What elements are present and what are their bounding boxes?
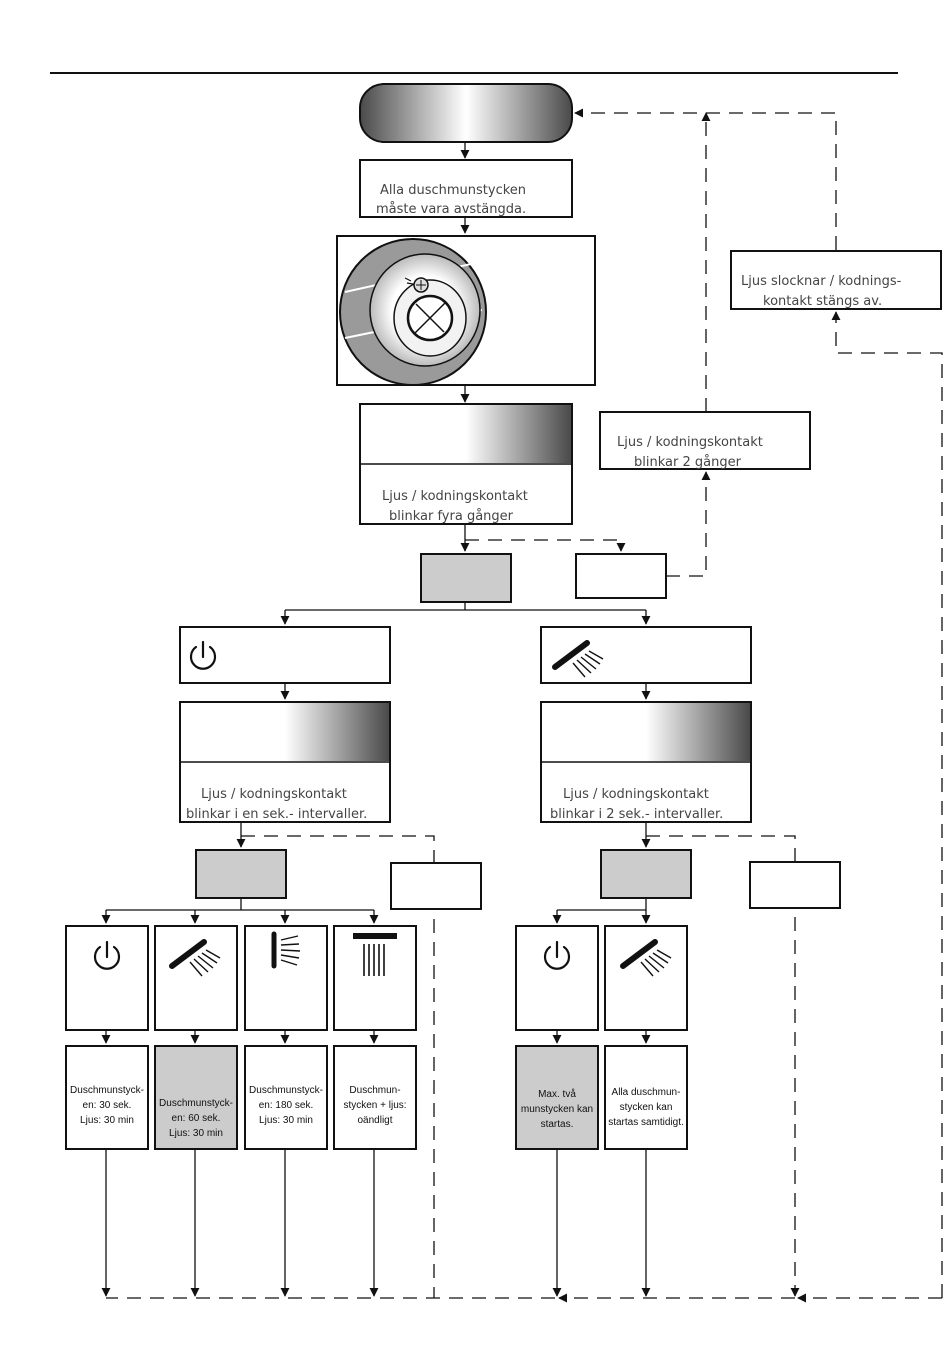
step-light-off-line1: Ljus slocknar / kodnings- <box>741 274 902 289</box>
step-blink-four-line1: Ljus / kodningskontakt <box>382 489 528 504</box>
step-blink-1s-line1: Ljus / kodningskontakt <box>201 787 347 802</box>
result-180s-line3: Ljus: 30 min <box>259 1115 313 1126</box>
step-light-off-line2: kontakt stängs av. <box>763 294 882 309</box>
rain-shower-icon <box>353 933 397 976</box>
result-30s-line2: en: 30 sek. <box>83 1100 132 1111</box>
control-unit-picture <box>336 235 596 386</box>
shower-head-icon <box>552 640 604 678</box>
result-infinite-line2: stycken + ljus: <box>343 1100 406 1111</box>
result-infinite-line3: oändligt <box>357 1115 392 1126</box>
step-all-off-line1: Alla duschmunstycken <box>380 183 526 198</box>
step-blink-2s-line2: blinkar i 2 sek.- intervaller. <box>550 807 723 822</box>
icon-box-side-shower <box>244 925 328 1031</box>
icon-box-rain-shower <box>333 925 417 1031</box>
icon-box-shower-head-1 <box>154 925 238 1031</box>
step-all-off-line2: måste vara avstängda. <box>376 202 526 217</box>
mode-shower-box <box>540 626 752 684</box>
step-blink-2s: Ljus / kodningskontakt blinkar i 2 sek.-… <box>540 701 752 823</box>
power-icon <box>189 640 217 670</box>
choice-white-2 <box>390 862 482 910</box>
result-60s: Duschmunstyck- en: 60 sek. Ljus: 30 min <box>154 1045 238 1150</box>
result-180s-line1: Duschmunstyck- <box>249 1085 323 1096</box>
step-blink-2s-line1: Ljus / kodningskontakt <box>563 787 709 802</box>
result-infinite-line1: Duschmun- <box>349 1085 400 1096</box>
choice-gray-3 <box>600 849 692 899</box>
result-all-line2: stycken kan <box>620 1102 673 1113</box>
result-max-two: Max. två munstycken kan startas. <box>515 1045 599 1150</box>
step-blink-four-line2: blinkar fyra gånger <box>389 509 514 524</box>
choice-gray-1 <box>420 553 512 603</box>
result-all-line1: Alla duschmun- <box>612 1087 681 1098</box>
power-icon <box>543 940 571 970</box>
result-30s: Duschmunstyck- en: 30 sek. Ljus: 30 min <box>65 1045 149 1150</box>
step-blink-four: Ljus / kodningskontakt blinkar fyra gång… <box>359 403 573 525</box>
side-shower-icon <box>271 931 301 969</box>
step-blink-1s: Ljus / kodningskontakt blinkar i en sek.… <box>179 701 391 823</box>
result-180s-line2: en: 180 sek. <box>259 1100 313 1111</box>
control-unit-icon <box>339 238 487 386</box>
result-infinite: Duschmun- stycken + ljus: oändligt <box>333 1045 417 1150</box>
result-all-line3: startas samtidigt. <box>608 1117 684 1128</box>
step-all-off: Alla duschmunstycken måste vara avstängd… <box>359 159 573 218</box>
step-blink-two-line1: Ljus / kodningskontakt <box>617 435 763 450</box>
choice-gray-2 <box>195 849 287 899</box>
choice-white-3 <box>749 861 841 909</box>
result-180s: Duschmunstyck- en: 180 sek. Ljus: 30 min <box>244 1045 328 1150</box>
result-max-two-line3: startas. <box>541 1119 574 1130</box>
start-capsule <box>359 83 573 143</box>
result-30s-line3: Ljus: 30 min <box>80 1115 134 1126</box>
choice-white-1 <box>575 553 667 599</box>
result-max-two-line2: munstycken kan <box>521 1104 593 1115</box>
result-60s-line2: en: 60 sek. <box>172 1113 221 1124</box>
shower-head-icon <box>169 939 221 977</box>
result-max-two-line1: Max. två <box>538 1088 576 1100</box>
result-60s-line3: Ljus: 30 min <box>169 1128 223 1139</box>
step-blink-1s-line2: blinkar i en sek.- intervaller. <box>186 807 367 822</box>
power-icon <box>93 940 121 970</box>
result-60s-line1: Duschmunstyck- <box>159 1098 233 1109</box>
result-all-simultaneous: Alla duschmun- stycken kan startas samti… <box>604 1045 688 1150</box>
result-30s-line1: Duschmunstyck- <box>70 1085 144 1096</box>
step-blink-two: Ljus / kodningskontakt blinkar 2 gånger <box>599 411 811 470</box>
shower-head-icon <box>620 939 672 977</box>
mode-power-box <box>179 626 391 684</box>
step-light-off: Ljus slocknar / kodnings- kontakt stängs… <box>730 250 942 310</box>
step-blink-two-line2: blinkar 2 gånger <box>634 455 742 470</box>
icon-box-shower-head-2 <box>604 925 688 1031</box>
